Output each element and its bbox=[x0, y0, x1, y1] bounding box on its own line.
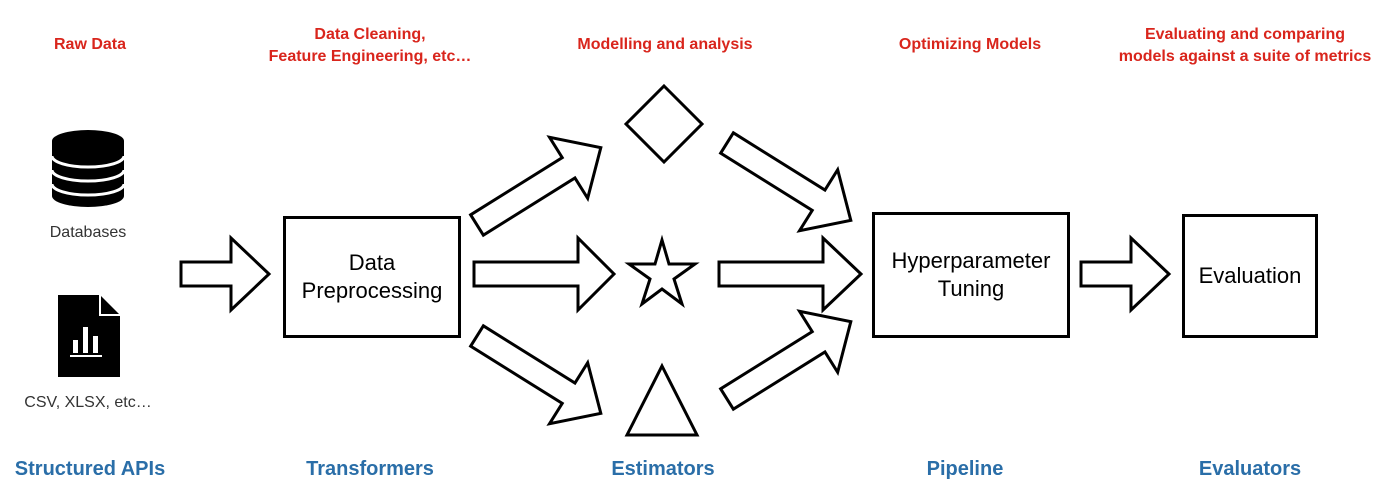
hyperparameter-tuning-box: Hyperparameter Tuning bbox=[872, 212, 1070, 338]
arrow-tuning-to-evaluation bbox=[1079, 234, 1172, 314]
triangle-icon bbox=[624, 362, 700, 437]
arrow-diamond-to-tuning bbox=[718, 130, 853, 233]
arrow-triangle-to-tuning bbox=[718, 309, 853, 412]
stage-title-modelling: Modelling and analysis bbox=[577, 36, 753, 53]
stage-title-raw-data: Raw Data bbox=[53, 36, 127, 53]
database-icon bbox=[50, 130, 126, 207]
arrow-sources-to-preprocessing bbox=[179, 234, 272, 314]
arrow-preprocessing-to-star bbox=[472, 234, 617, 314]
databases-label: Databases bbox=[49, 224, 127, 241]
stage-title-evaluating: Evaluating and comparing models against … bbox=[1118, 26, 1372, 65]
arrow-preprocessing-to-diamond bbox=[468, 135, 603, 238]
arrows bbox=[179, 130, 1172, 426]
evaluators-label: Evaluators bbox=[1198, 458, 1302, 480]
chart-file-icon bbox=[58, 295, 120, 377]
transformers-label: Transformers bbox=[306, 458, 434, 480]
stage-title-cleaning: Data Cleaning, Feature Engineering, etc… bbox=[268, 26, 472, 65]
estimators-label: Estimators bbox=[611, 458, 715, 480]
pipeline-label: Pipeline bbox=[926, 458, 1004, 480]
arrow-star-to-tuning bbox=[717, 234, 864, 314]
stage-title-optimizing: Optimizing Models bbox=[898, 36, 1042, 53]
files-label: CSV, XLSX, etc… bbox=[24, 394, 152, 411]
evaluation-box: Evaluation bbox=[1182, 214, 1318, 338]
data-preprocessing-box: Data Preprocessing bbox=[283, 216, 461, 338]
arrow-preprocessing-to-triangle bbox=[468, 323, 603, 426]
diamond-icon bbox=[623, 83, 705, 165]
star-icon bbox=[624, 234, 700, 309]
structured-apis-label: Structured APIs bbox=[14, 458, 166, 480]
